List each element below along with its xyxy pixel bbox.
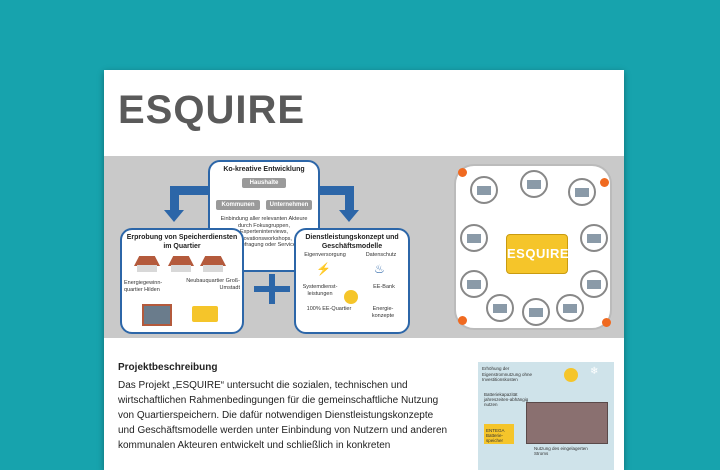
node-marker: [602, 318, 611, 327]
house-node: [568, 178, 596, 206]
house-node: [580, 224, 608, 252]
arrow-vertical-link: [269, 274, 275, 304]
arrow-right-vertical: [345, 186, 354, 212]
box-title: Ko-kreative Entwicklung: [223, 166, 305, 173]
house-node: [580, 270, 608, 298]
document-page: ESQUIRE Ko-kreative Entwicklung Haushalt…: [104, 70, 624, 470]
house-node: [486, 294, 514, 322]
page-title: ESQUIRE: [118, 88, 306, 132]
item-datenschutz: Datenschutz: [365, 252, 397, 258]
figure-label-capacity: Batteriekapazität jahreszeiten-abhängig …: [484, 392, 529, 407]
box-dienstleistungskonzept: Dienstleistungskonzept und Geschäftsmode…: [294, 228, 410, 334]
body-line: Das Projekt „ESQUIRE“ untersucht die soz…: [118, 380, 408, 391]
body-line: wirtschaftlichen Rahmenbedingungen für d…: [118, 395, 439, 406]
arrow-left-vertical: [170, 186, 179, 212]
box-erprobung: Erprobung von Speicherdiensten im Quarti…: [120, 228, 244, 334]
house-node: [460, 270, 488, 298]
tag-kommunen: Kommunen: [216, 200, 260, 210]
sun-cloud-icon: [564, 368, 578, 382]
house-node: [460, 224, 488, 252]
box-description: Einbindung aller relevanten Akteure durc…: [220, 216, 308, 248]
lightning-icon: ⚡: [316, 262, 331, 276]
figure-label-battery: ENTEGA Batterie-speicher: [486, 428, 505, 443]
house-node: [520, 170, 548, 198]
project-description: Das Projekt „ESQUIRE“ untersucht die soz…: [118, 378, 468, 453]
esquire-battery: ESQUIRE: [506, 234, 569, 274]
arrow-right-head: [339, 210, 359, 222]
house-node: [470, 176, 498, 204]
battery-icon: [192, 306, 218, 322]
section-heading: Projektbeschreibung: [118, 362, 218, 373]
house-icon: [134, 256, 160, 272]
body-line: von Quartierspeichern. Die dafür notwend…: [118, 410, 434, 421]
item-eigenversorgung: Eigenversorgung: [304, 252, 346, 258]
arrow-right-horizontal: [318, 186, 354, 195]
item-energiekonzepte: Energie-konzepte: [371, 306, 395, 319]
body-line: und Geschäftsmodelle werden unter Einbin…: [118, 425, 448, 436]
box-title: Erprobung von Speicherdiensten im Quarti…: [126, 234, 238, 250]
side-figure: Erhöhung der Eigenstromnutzung ohne Inve…: [478, 362, 614, 470]
house-icon: [168, 256, 194, 272]
node-marker: [458, 168, 467, 177]
house-row: [526, 402, 608, 444]
house-icon: [200, 256, 226, 272]
body-line: kommunalen Akteuren entwickelt und schli…: [118, 440, 391, 451]
battery-block: [484, 424, 514, 444]
tag-unternehmen: Unternehmen: [266, 200, 312, 210]
label-gross-umstadt: Neubauquartier Groß-Umstadt: [186, 278, 240, 291]
item-100-ee-quartier: 100% EE-Quartier: [306, 306, 352, 312]
node-marker: [458, 316, 467, 325]
label-hilden: Energiegewinn-quartier Hilden: [124, 280, 163, 293]
figure-caption: Erhöhung der Eigenstromnutzung ohne Inve…: [482, 366, 533, 382]
diagram-band: Ko-kreative Entwicklung Haushalte Kommun…: [104, 156, 624, 338]
arrow-left-horizontal: [170, 186, 210, 195]
solar-house-icon: [142, 304, 172, 326]
sun-icon: [344, 290, 358, 304]
network-diagram: ESQUIRE: [454, 164, 612, 330]
item-ee-bank: EE-Bank: [373, 284, 395, 290]
figure-label-usage: Nutzung des eingelagerten Stroms: [534, 446, 588, 456]
item-systemdienstleistungen: Systemdienst-leistungen: [302, 284, 338, 297]
flame-icon: ♨: [374, 262, 385, 276]
node-marker: [600, 178, 609, 187]
tag-haushalte: Haushalte: [242, 178, 286, 188]
house-node: [556, 294, 584, 322]
box-title: Dienstleistungskonzept und Geschäftsmode…: [305, 234, 399, 250]
arrow-left-head: [164, 210, 184, 222]
house-node: [522, 298, 550, 326]
snowflake-icon: ❄: [590, 366, 599, 377]
